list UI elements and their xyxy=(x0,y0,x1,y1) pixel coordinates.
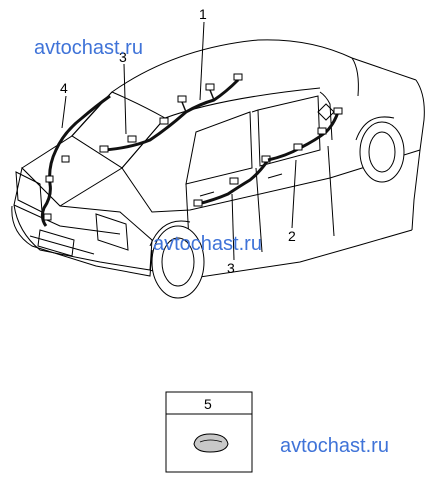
harness-trunk-connectors xyxy=(43,155,70,221)
grommet-icon xyxy=(193,433,229,453)
harness-front-door xyxy=(267,111,340,162)
part-5-inset: 5 xyxy=(165,391,253,473)
harness-rear-door xyxy=(197,159,270,206)
harness-trunk xyxy=(40,94,111,227)
watermark-top-left: avtochast.ru xyxy=(34,37,143,59)
callout-1: 1 xyxy=(199,6,207,22)
harness-rear-door-connectors xyxy=(193,155,271,207)
watermark-center: avtochast.ru xyxy=(153,233,262,255)
callout-2: 2 xyxy=(288,228,296,244)
callout-3-roof: 3 xyxy=(119,49,127,65)
callout-4: 4 xyxy=(60,80,68,96)
harness-roof xyxy=(103,78,240,152)
sedan-outline xyxy=(11,39,425,299)
watermark-bottom-right: avtochast.ru xyxy=(280,435,389,457)
callout-5: 5 xyxy=(204,396,212,412)
harness-roof-connectors xyxy=(99,73,243,153)
harness-front-door-connectors xyxy=(293,107,343,151)
callout-3-door: 3 xyxy=(227,260,235,276)
leader-lines xyxy=(61,21,297,261)
